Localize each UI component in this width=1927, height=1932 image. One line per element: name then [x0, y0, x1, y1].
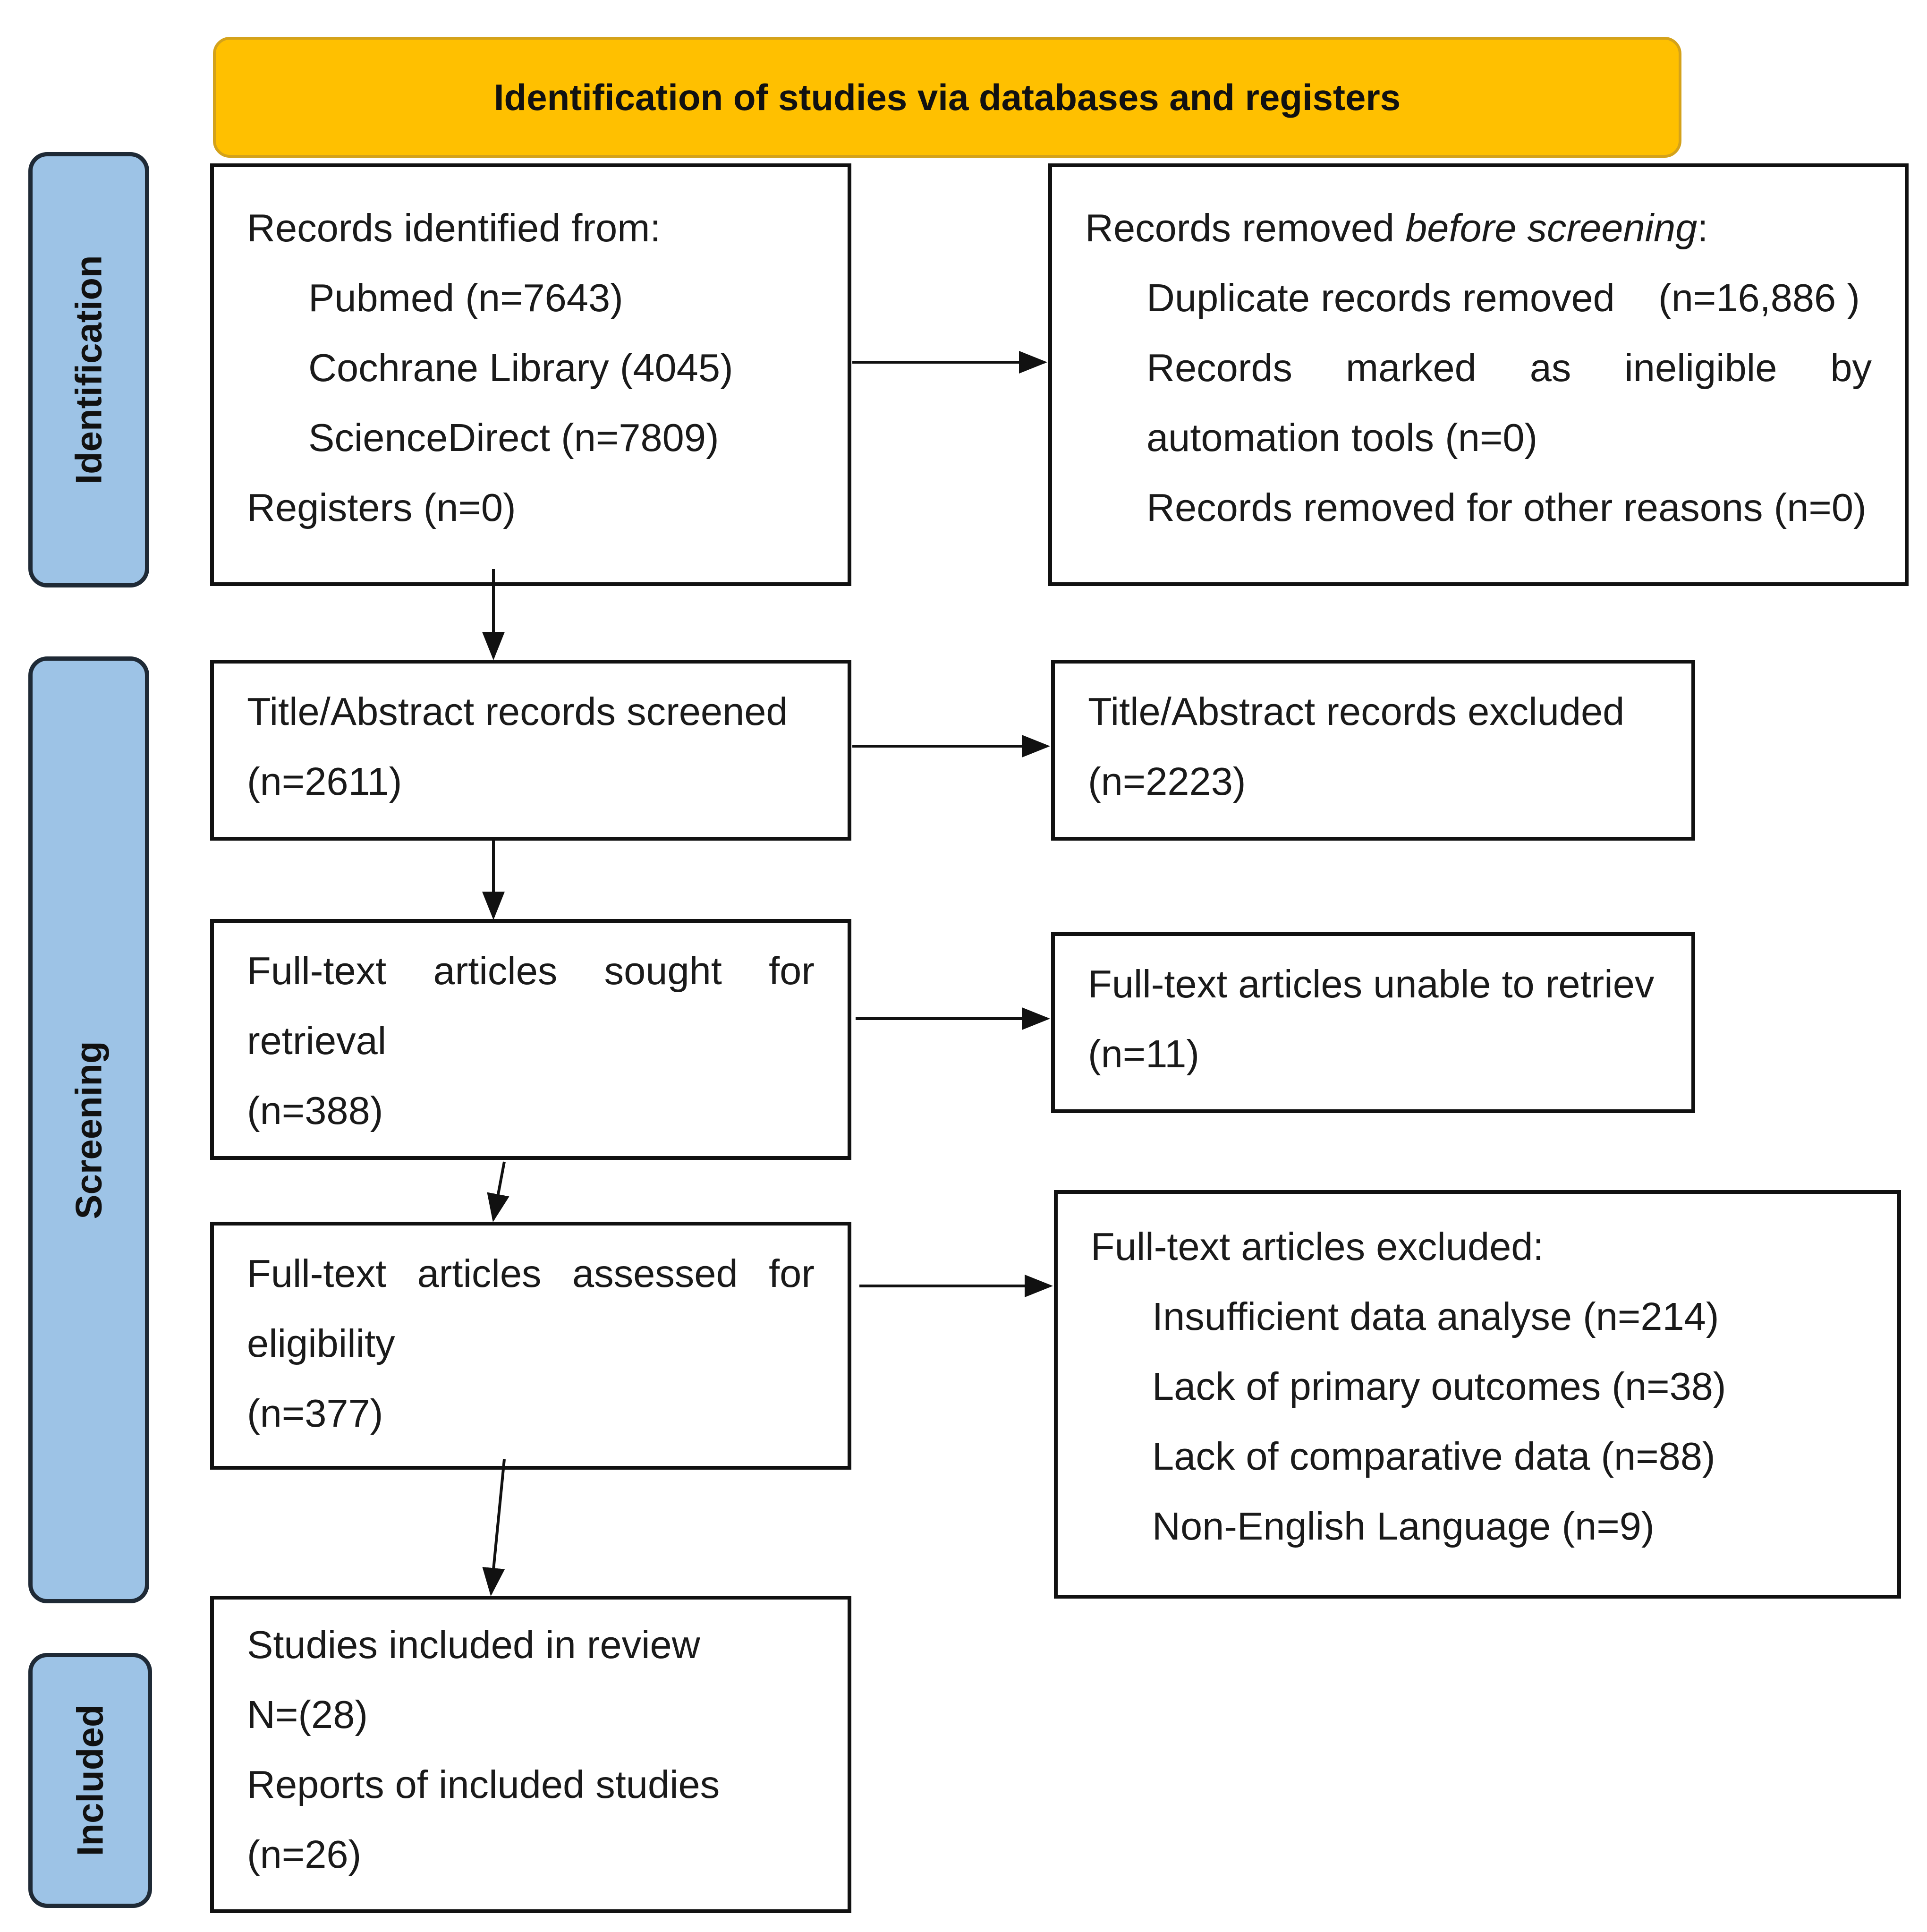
- registers-count: Registers (n=0): [247, 485, 516, 529]
- title-abstract-excluded-box: Title/Abstract records excluded (n=2223): [1051, 660, 1695, 841]
- sought-count: (n=388): [247, 1089, 383, 1132]
- sciencedirect-count: ScienceDirect (n=7809): [308, 416, 719, 460]
- screened-label: Title/Abstract records screened: [247, 689, 788, 733]
- exclusion-reason-primary-outcomes: Lack of primary outcomes (n=38): [1152, 1364, 1726, 1408]
- arrow-assessed-to-included: [482, 1459, 506, 1596]
- records-removed-heading: Records removed before screening:: [1085, 206, 1708, 250]
- fulltext-sought-box: Full-text articles sought for retrieval …: [210, 919, 851, 1160]
- sought-label-line1: Full-text articles sought for: [247, 949, 815, 993]
- other-reasons-removed: Records removed for other reasons (n=0): [1146, 485, 1867, 529]
- not-retrieved-count: (n=11): [1088, 1032, 1200, 1076]
- fulltext-excluded-box: Full-text articles excluded: Insufficien…: [1054, 1190, 1901, 1599]
- banner-title: Identification of studies via databases …: [493, 76, 1401, 118]
- stage-screening: Screening: [28, 656, 149, 1603]
- identification-banner: Identification of studies via databases …: [213, 37, 1681, 158]
- screened-count: (n=2611): [247, 759, 402, 803]
- excluded-count: (n=2223): [1088, 759, 1246, 803]
- exclusion-reason-insufficient-data: Insufficient data analyse (n=214): [1152, 1294, 1719, 1338]
- arrow-sought-to-assessed: [487, 1161, 509, 1222]
- title-abstract-screened-box: Title/Abstract records screened (n=2611): [210, 660, 851, 841]
- assessed-label-line1: Full-text articles assessed for: [247, 1251, 815, 1295]
- ineligible-automation-line1: Records marked as ineligible by: [1146, 346, 1872, 390]
- not-retrieved-label: Full-text articles unable to retriev: [1088, 962, 1655, 1006]
- fulltext-excluded-heading: Full-text articles excluded:: [1091, 1225, 1544, 1268]
- studies-included-box: Studies included in review N=(28) Report…: [210, 1596, 851, 1913]
- exclusion-reason-comparative-data: Lack of comparative data (n=88): [1152, 1434, 1715, 1478]
- reports-count: (n=26): [247, 1832, 362, 1876]
- cochrane-count: Cochrane Library (4045): [308, 346, 733, 390]
- sought-label-line2: retrieval: [247, 1019, 387, 1063]
- records-identified-box: Records identified from: Pubmed (n=7643)…: [210, 163, 851, 586]
- included-label: Studies included in review: [247, 1623, 700, 1667]
- pubmed-count: Pubmed (n=7643): [308, 276, 623, 320]
- assessed-count: (n=377): [247, 1391, 383, 1435]
- stage-included: Included: [28, 1653, 152, 1908]
- exclusion-reason-non-english: Non-English Language (n=9): [1152, 1504, 1655, 1548]
- records-identified-heading: Records identified from:: [247, 206, 661, 250]
- duplicates-removed: Duplicate records removed (n=16,886 ): [1146, 276, 1860, 320]
- excluded-label: Title/Abstract records excluded: [1088, 689, 1625, 733]
- not-retrieved-box: Full-text articles unable to retriev (n=…: [1051, 932, 1695, 1113]
- reports-label: Reports of included studies: [247, 1762, 720, 1806]
- stage-identification: Identification: [28, 152, 149, 587]
- ineligible-automation-line2: automation tools (n=0): [1146, 416, 1538, 460]
- included-count: N=(28): [247, 1693, 368, 1736]
- records-removed-box: Records removed before screening: Duplic…: [1048, 163, 1909, 586]
- assessed-label-line2: eligibility: [247, 1321, 395, 1365]
- fulltext-assessed-box: Full-text articles assessed for eligibil…: [210, 1222, 851, 1470]
